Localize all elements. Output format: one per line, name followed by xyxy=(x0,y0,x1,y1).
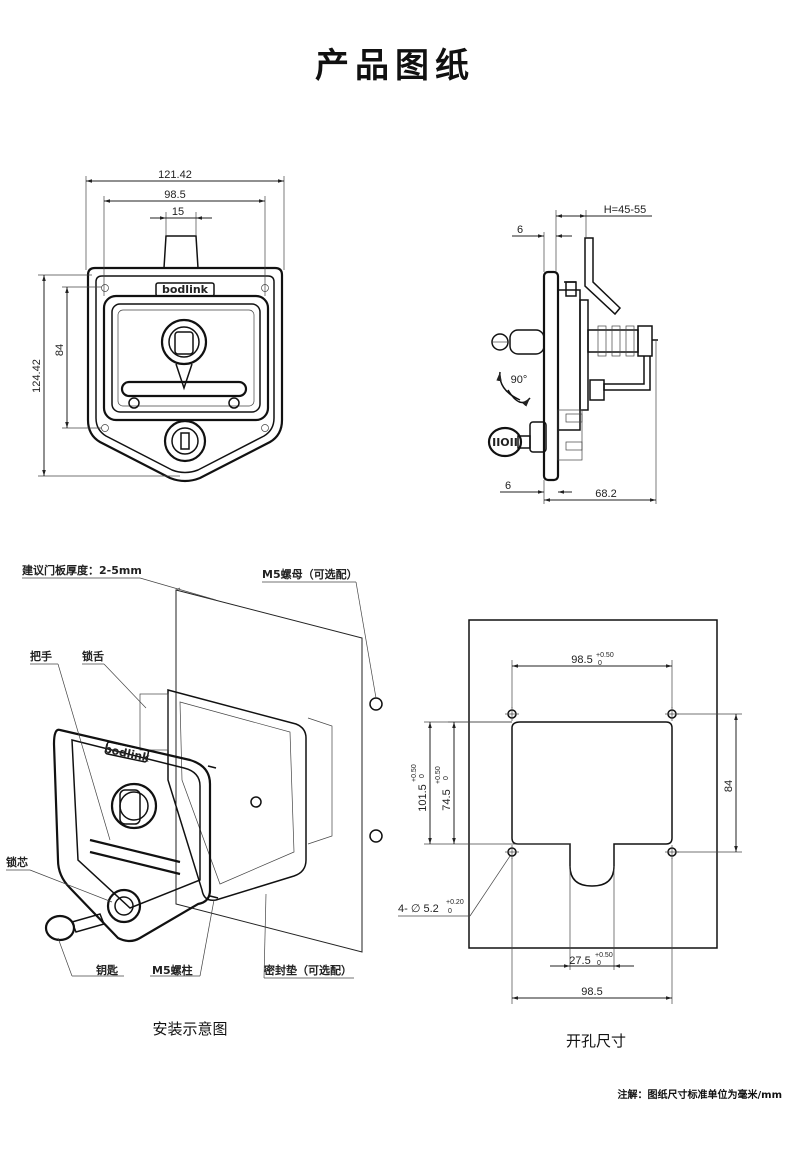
label-tongue: 锁舌 xyxy=(82,649,104,663)
dim-cutout-height-inner-tol-upper: +0.50 xyxy=(435,766,442,784)
label-gasket: 密封垫（可选配） xyxy=(264,963,352,977)
dim-cutout-holes-tol-lower: 0 xyxy=(448,908,452,915)
dim-cutout-top-tol-upper: +0.50 xyxy=(596,652,614,659)
dim-cutout-height-outer-tol-upper: +0.50 xyxy=(411,764,418,782)
front-view: bodlink 121.42 98.5 xyxy=(31,169,285,483)
page-title: 产品图纸 xyxy=(315,47,475,85)
side-rotation-angle: 90° xyxy=(511,374,528,386)
dim-front-tongue: 15 xyxy=(172,206,184,218)
label-m5-stud: M5螺柱 xyxy=(152,963,193,977)
install-caption: 安装示意图 xyxy=(152,1020,227,1038)
dim-cutout-holes-tol-upper: +0.20 xyxy=(446,899,464,906)
dim-cutout-notch-tol-upper: +0.50 xyxy=(595,952,613,959)
cutout-view: 98.5 +0.50 0 101.5 +0.50 0 74.5 +0.50 0 … xyxy=(398,619,742,1050)
dim-front-height-total: 124.42 xyxy=(31,359,43,393)
label-handle: 把手 xyxy=(30,649,52,663)
dim-side-h-range: H=45-55 xyxy=(604,204,647,216)
dim-cutout-height-outer: 101.5 xyxy=(417,784,429,812)
dim-cutout-top-tol-lower: 0 xyxy=(598,660,602,667)
side-view: IIOII 90° H=45-55 6 6 68.2 xyxy=(487,204,658,504)
label-m5-nut: M5螺母（可选配） xyxy=(262,567,358,581)
dim-cutout-height-inner-tol-lower: 0 xyxy=(443,776,450,780)
dim-side-depth: 68.2 xyxy=(595,488,616,500)
label-lock-core: 锁芯 xyxy=(6,855,28,869)
dim-cutout-notch: 27.5 xyxy=(569,955,590,967)
dim-front-width-inner: 98.5 xyxy=(164,189,185,201)
svg-text:IIOII: IIOII xyxy=(492,436,518,449)
dim-side-top-6: 6 xyxy=(517,224,523,236)
dim-cutout-height-inner: 74.5 xyxy=(441,789,453,810)
dim-cutout-bottom-width: 98.5 xyxy=(581,986,602,998)
dim-cutout-height-outer-tol-lower: 0 xyxy=(419,774,426,778)
front-logo: bodlink xyxy=(162,283,209,296)
cutout-caption: 开孔尺寸 xyxy=(566,1032,626,1050)
dim-cutout-right-84: 84 xyxy=(723,780,735,792)
dim-cutout-notch-tol-lower: 0 xyxy=(597,960,601,967)
dim-cutout-top-width: 98.5 xyxy=(571,654,592,666)
label-panel-thickness: 建议门板厚度：2-5mm xyxy=(22,563,142,577)
dim-side-bottom-6: 6 xyxy=(505,480,511,492)
footnote: 注解：图纸尺寸标准单位为毫米/mm xyxy=(618,1088,783,1101)
dim-front-height-inner: 84 xyxy=(54,344,66,356)
install-view: bodlink 建议门板厚度：2-5mm M5螺母（可选配） 把手 锁舌 xyxy=(6,563,383,1038)
dim-front-width-total: 121.42 xyxy=(158,169,192,181)
dim-cutout-holes: 4- ∅ 5.2 xyxy=(398,903,439,915)
label-key: 钥匙 xyxy=(96,963,119,977)
